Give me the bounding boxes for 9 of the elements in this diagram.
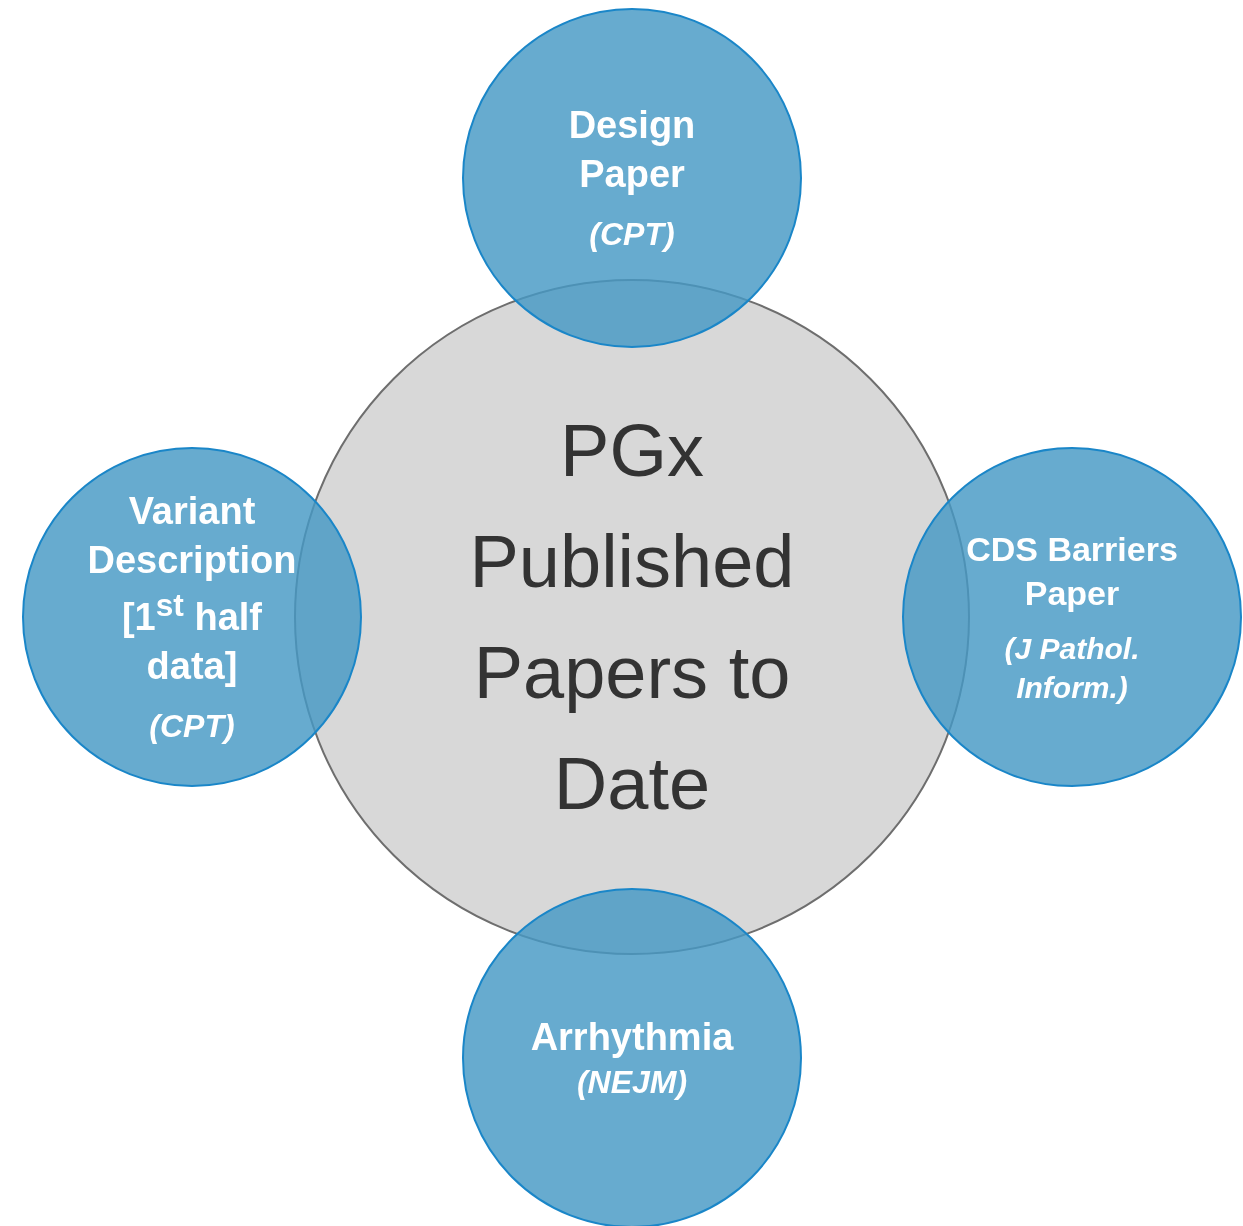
journal-note: (NEJM)	[575, 1062, 689, 1102]
node-title: Arrhythmia	[529, 1014, 735, 1060]
node-title: CDS Barriers Paper	[965, 528, 1179, 614]
node-title: Design Paper	[567, 102, 697, 198]
journal-note: (CPT)	[588, 214, 676, 254]
node-title: Variant Description [1$^{st}$ half data]	[86, 488, 298, 690]
center-title: PGx Published Papers to Date	[468, 408, 796, 827]
journal-note: (CPT)	[148, 706, 236, 746]
journal-note: (J Pathol. Inform.)	[1003, 631, 1141, 707]
